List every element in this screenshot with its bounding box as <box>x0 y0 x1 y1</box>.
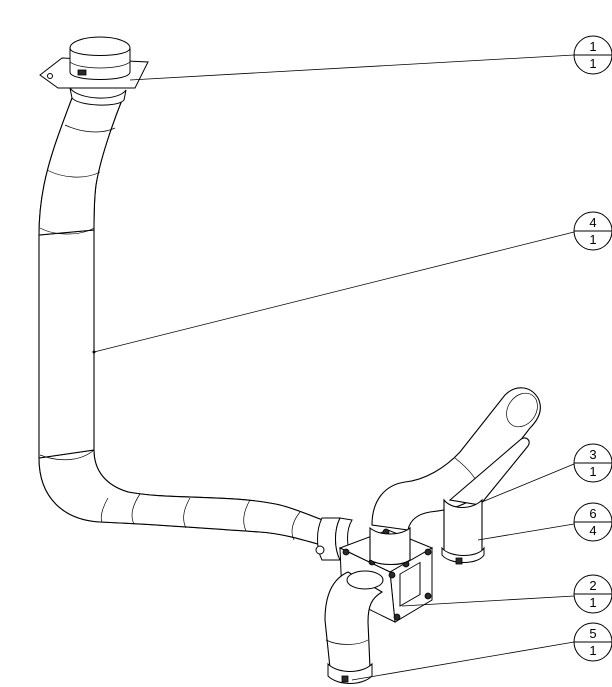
upper-branch-pipe <box>369 387 541 566</box>
callout-item-number: 5 <box>589 626 596 641</box>
main-exhaust-pipe <box>38 97 346 551</box>
callout-balloon-item-5: 5 1 <box>573 622 612 662</box>
callout-item-number: 6 <box>589 506 596 521</box>
inlet-flange <box>39 36 149 106</box>
callout-item-number: 3 <box>589 447 596 462</box>
callout-balloon-item-2: 2 1 <box>573 574 612 614</box>
callout-balloon-item-6: 6 4 <box>573 502 612 542</box>
callout-balloon-item-3: 3 1 <box>573 443 612 483</box>
callout-balloon-item-4: 4 1 <box>573 211 612 251</box>
leader-line-6 <box>477 523 575 541</box>
callout-quantity: 1 <box>589 643 596 658</box>
leader-line-1 <box>129 54 575 81</box>
callout-item-number: 2 <box>589 578 596 593</box>
outlet-pipe <box>324 570 384 684</box>
callout-quantity: 1 <box>589 595 596 610</box>
callout-balloon-item-1: 1 1 <box>573 35 612 75</box>
callout-quantity: 1 <box>589 232 596 247</box>
callout-quantity: 4 <box>589 523 596 538</box>
callout-item-number: 4 <box>589 215 596 230</box>
callout-quantity: 1 <box>589 464 596 479</box>
callout-quantity: 1 <box>589 56 596 71</box>
leader-line-5 <box>351 641 575 681</box>
leader-line-3 <box>481 463 575 503</box>
leader-line-4 <box>93 231 575 353</box>
callout-item-number: 1 <box>589 39 596 54</box>
leader-line-2 <box>401 595 575 607</box>
